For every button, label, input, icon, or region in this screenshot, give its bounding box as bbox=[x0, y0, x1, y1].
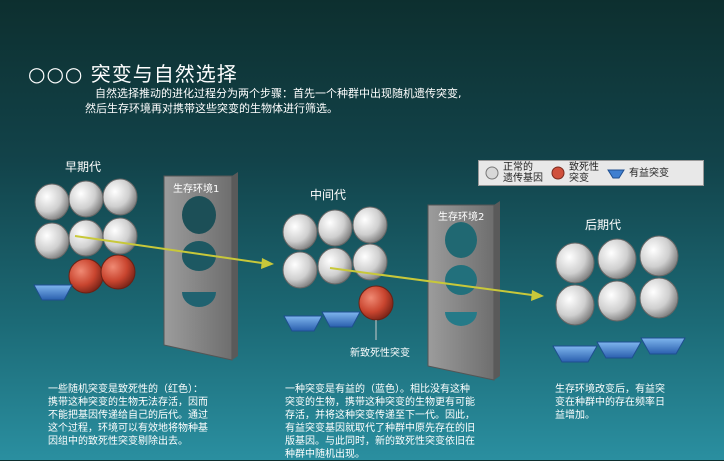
stage-middle-label: 中间代 bbox=[310, 188, 347, 202]
normal-gene bbox=[352, 206, 388, 244]
middle-description: 一种突变是有益的（蓝色）。相比没有这种 突变的生物，携带这种突变的生物更有可能 … bbox=[285, 383, 475, 461]
beneficial-mutation bbox=[33, 284, 73, 301]
normal-gene bbox=[317, 209, 353, 247]
left-line: 不能把基因传递给自己的后代。通过 bbox=[48, 410, 208, 421]
normal-gene bbox=[34, 183, 70, 221]
environment-1-label: 生存环境1 bbox=[173, 184, 220, 195]
page-title: ○○○ 突变与自然选择 bbox=[28, 62, 238, 86]
beneficial-mutation bbox=[640, 337, 686, 355]
right-line: 生存环境改变后，有益突 bbox=[555, 384, 665, 395]
middle-line: 种群中随机出现。 bbox=[285, 449, 365, 460]
beneficial-mutation bbox=[283, 315, 323, 332]
middle-population bbox=[282, 206, 394, 340]
normal-gene bbox=[639, 235, 679, 277]
intro-line-2: 然后生存环境再对携带这些突变的生物体进行筛选。 bbox=[85, 102, 338, 115]
normal-gene bbox=[282, 251, 318, 289]
middle-line: 突变的生物，携带这种突变的生物更有可能 bbox=[285, 397, 475, 408]
beneficial-mutation bbox=[321, 311, 361, 328]
beneficial-mutation-icon bbox=[607, 169, 625, 179]
legend-beneficial-label: 有益突变 bbox=[629, 167, 669, 179]
middle-line: 版基因。与此同时，新的致死性突变依旧在 bbox=[285, 436, 475, 447]
left-description: 一些随机突变是致死性的（红色）： 携带这种突变的生物无法存活，因而 不能把基因传… bbox=[48, 383, 208, 448]
late-population bbox=[552, 235, 686, 363]
legend-normal: 正常的遗传基因 bbox=[485, 162, 543, 184]
normal-gene bbox=[102, 217, 138, 255]
intro-line-1: 自然选择推动的进化过程分为两个步骤：首先一个种群中出现随机遗传突变, bbox=[95, 87, 462, 100]
middle-line: 有益突变基因就取代了种群中原先存在的旧 bbox=[285, 423, 475, 434]
lethal-mutation bbox=[100, 254, 136, 290]
normal-gene bbox=[555, 284, 595, 326]
left-line: 因组中的致死性突变剔除出去。 bbox=[48, 436, 188, 447]
middle-line: 存活，并将这种突变传递至下一代。因此， bbox=[285, 410, 475, 421]
normal-gene bbox=[352, 243, 388, 281]
normal-gene bbox=[597, 238, 637, 280]
legend-lethal: 致死性突变 bbox=[551, 162, 599, 184]
stage-early-label: 早期代 bbox=[65, 160, 102, 174]
lethal-mutation bbox=[68, 258, 104, 294]
left-line: 携带这种突变的生物无法存活，因而 bbox=[48, 397, 208, 408]
normal-gene bbox=[68, 180, 104, 218]
legend-lethal-line2: 突变 bbox=[569, 173, 589, 184]
left-line: 一些随机突变是致死性的（红色）： bbox=[48, 384, 203, 395]
normal-gene bbox=[555, 242, 595, 284]
legend-beneficial: 有益突变 bbox=[607, 167, 669, 179]
middle-line: 一种突变是有益的（蓝色）。相比没有这种 bbox=[285, 384, 470, 395]
right-description: 生存环境改变后，有益突 变在种群中的存在频率日 益增加。 bbox=[555, 383, 665, 422]
beneficial-mutation bbox=[596, 341, 642, 359]
early-population bbox=[33, 178, 138, 301]
legend-normal-line1: 正常的 bbox=[503, 162, 533, 173]
environment-1-panel bbox=[163, 172, 238, 361]
lethal-mutation bbox=[358, 285, 394, 321]
legend: 正常的遗传基因 致死性突变 有益突变 bbox=[478, 160, 704, 186]
normal-gene bbox=[282, 213, 318, 251]
right-line: 益增加。 bbox=[555, 410, 595, 421]
environment-2-label: 生存环境2 bbox=[438, 212, 485, 223]
beneficial-mutation bbox=[552, 345, 598, 363]
lethal-mutation-icon bbox=[551, 166, 565, 180]
new-lethal-mutation-label: 新致死性突变 bbox=[350, 348, 410, 359]
stage-late-label: 后期代 bbox=[585, 218, 622, 232]
legend-normal-line2: 遗传基因 bbox=[503, 173, 543, 184]
normal-gene bbox=[639, 277, 679, 319]
normal-gene-icon bbox=[485, 166, 499, 180]
normal-gene bbox=[597, 280, 637, 322]
selection-arrow-1 bbox=[74, 235, 274, 269]
normal-gene bbox=[317, 247, 353, 285]
normal-gene bbox=[34, 222, 70, 260]
selection-arrow-2 bbox=[329, 267, 544, 301]
legend-lethal-line1: 致死性 bbox=[569, 162, 599, 173]
normal-gene bbox=[102, 178, 138, 216]
left-line: 这个过程，环境可以有效地将物种基 bbox=[48, 423, 208, 434]
right-line: 变在种群中的存在频率日 bbox=[555, 397, 665, 408]
environment-2-panel bbox=[427, 201, 500, 381]
